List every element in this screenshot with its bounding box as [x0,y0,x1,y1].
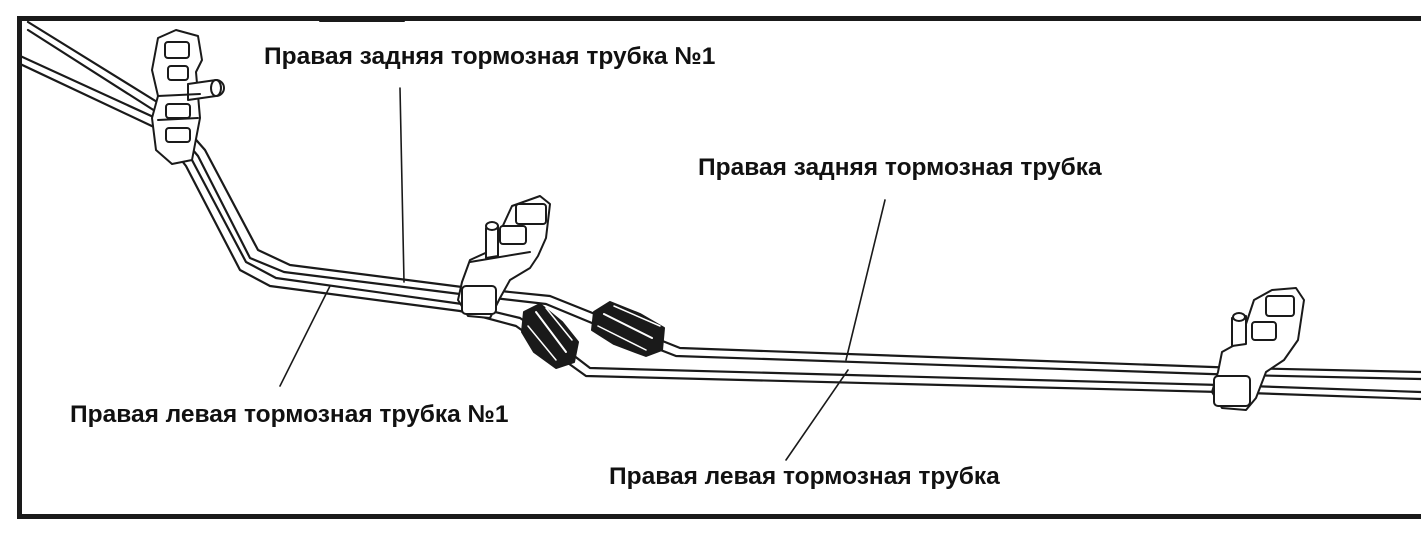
leader-left-no1 [279,285,331,387]
brake-pipe-left-lower [22,55,1421,401]
leader-left [785,369,849,461]
brake-pipe-rear-upper [26,21,1421,381]
leader-lines [279,87,886,461]
leader-rear [845,199,886,361]
leader-rear-no1 [399,87,405,283]
label-right-left-pipe: Правая левая тормозная трубка [609,463,1000,490]
label-right-rear-pipe: Правая задняя тормозная трубка [698,154,1102,181]
pipe-clip-bracket-middle [457,195,551,319]
protective-sleeve-lower [521,303,579,369]
diagram-frame [17,16,1421,519]
label-right-left-pipe-no1: Правая левая тормозная трубка №1 [70,401,509,428]
pipe-clip-bracket-right [1211,287,1305,411]
label-right-rear-pipe-no1: Правая задняя тормозная трубка №1 [264,43,716,70]
protective-sleeve-upper [591,301,665,357]
pipe-clip-bracket-left [151,29,225,165]
